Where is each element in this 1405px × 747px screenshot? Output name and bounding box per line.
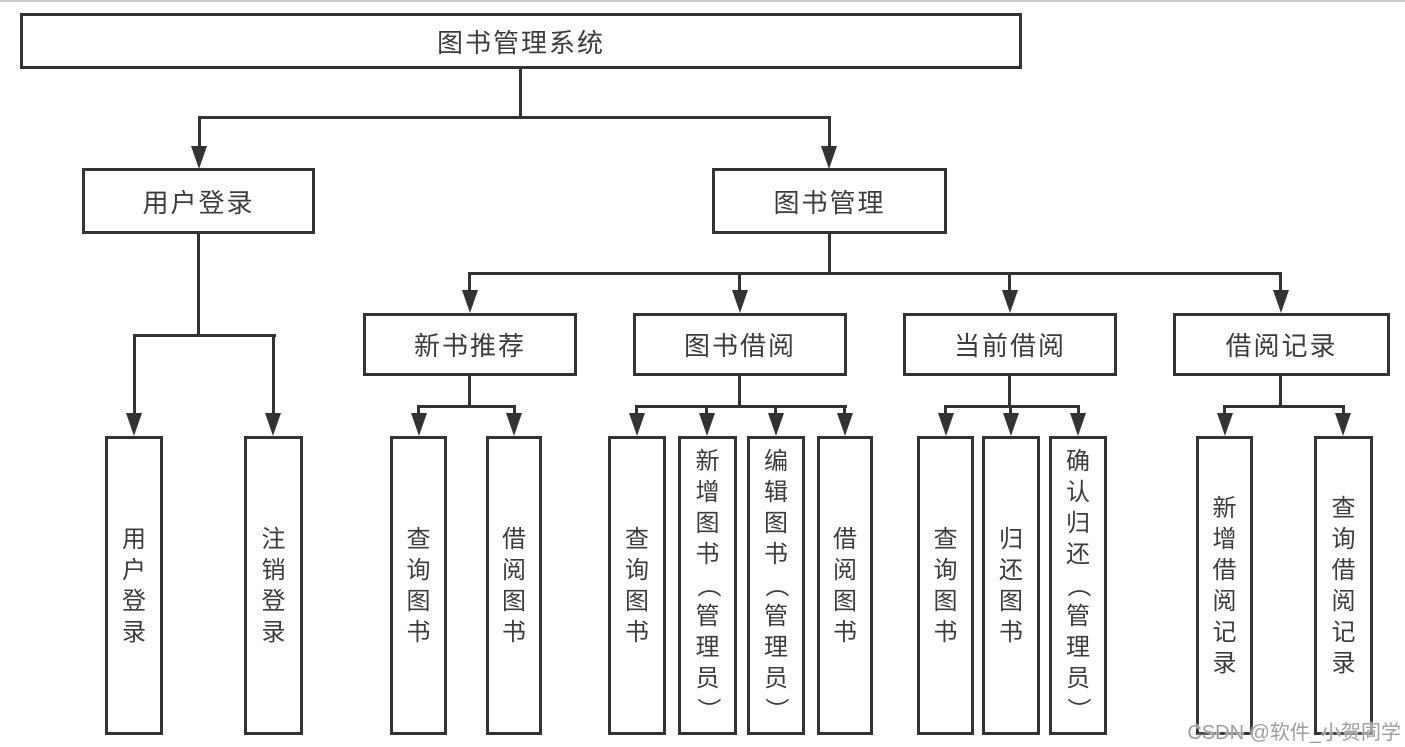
leaf-confirm-return-admin: 确认归还（管理员） bbox=[1049, 436, 1107, 735]
connector-line bbox=[468, 272, 471, 292]
connector-line bbox=[133, 334, 276, 337]
arrowhead-icon bbox=[1335, 413, 1351, 436]
arrowhead-icon bbox=[699, 413, 715, 436]
csdn-watermark: CSDN @软件_小贺同学 bbox=[1187, 722, 1401, 744]
connector-line bbox=[635, 405, 638, 416]
connector-line bbox=[635, 405, 847, 408]
arrowhead-icon bbox=[462, 290, 478, 313]
connector-line bbox=[828, 234, 831, 275]
leaf-user-login: 用户登录 bbox=[105, 436, 163, 735]
arrowhead-icon bbox=[821, 146, 837, 169]
leaf-query-borrow-record-label: 查询借阅记录 bbox=[1331, 494, 1356, 677]
leaf-query-book-current-label: 查询图书 bbox=[933, 525, 958, 646]
node-user-login: 用户登录 bbox=[82, 168, 315, 234]
connector-line bbox=[468, 376, 471, 408]
arrowhead-icon bbox=[506, 413, 522, 436]
leaf-query-borrow-record: 查询借阅记录 bbox=[1314, 436, 1373, 735]
connector-line bbox=[705, 405, 708, 416]
node-borrow-record-label: 借阅记录 bbox=[1225, 331, 1338, 361]
connector-line bbox=[1279, 376, 1282, 408]
leaf-query-book-recommend-label: 查询图书 bbox=[406, 525, 431, 646]
leaf-query-book-current: 查询图书 bbox=[917, 436, 974, 735]
connector-line bbox=[1223, 405, 1345, 408]
leaf-edit-book-admin-label: 编辑图书（管理员） bbox=[762, 448, 790, 722]
node-book-management: 图书管理 bbox=[712, 168, 947, 234]
leaf-add-borrow-record-label: 新增借阅记录 bbox=[1212, 494, 1237, 677]
node-borrow-record: 借阅记录 bbox=[1173, 313, 1390, 376]
leaf-confirm-return-admin-label: 确认归还（管理员） bbox=[1064, 448, 1092, 722]
node-new-book-recommend-label: 新书推荐 bbox=[413, 331, 526, 361]
arrowhead-icon bbox=[1002, 290, 1018, 313]
connector-line bbox=[1279, 272, 1282, 292]
node-book-borrow: 图书借阅 bbox=[633, 313, 847, 376]
leaf-logout: 注销登录 bbox=[244, 436, 303, 735]
node-book-management-label: 图书管理 bbox=[773, 187, 886, 218]
node-user-login-label: 用户登录 bbox=[142, 187, 255, 218]
connector-line bbox=[417, 405, 420, 416]
arrowhead-icon bbox=[1003, 413, 1019, 436]
arrowhead-icon bbox=[768, 413, 784, 436]
arrowhead-icon bbox=[1070, 413, 1086, 436]
connector-line bbox=[198, 116, 831, 119]
leaf-borrow-book-borrow-label: 借阅图书 bbox=[833, 525, 857, 646]
node-new-book-recommend: 新书推荐 bbox=[363, 313, 577, 376]
connector-line bbox=[738, 376, 741, 408]
arrowhead-icon bbox=[1273, 290, 1289, 313]
connector-line bbox=[197, 234, 200, 337]
connector-line bbox=[513, 405, 516, 416]
arrowhead-icon bbox=[265, 413, 281, 436]
leaf-query-book-recommend: 查询图书 bbox=[390, 436, 447, 735]
connector-line bbox=[417, 405, 516, 408]
node-current-borrow: 当前借阅 bbox=[903, 313, 1117, 376]
connector-line bbox=[133, 334, 136, 415]
arrowhead-icon bbox=[1217, 413, 1233, 436]
arrowhead-icon bbox=[191, 146, 207, 169]
arrowhead-icon bbox=[629, 413, 645, 436]
node-book-borrow-label: 图书借阅 bbox=[683, 331, 796, 361]
leaf-return-book-label: 归还图书 bbox=[999, 525, 1023, 646]
connector-line bbox=[519, 69, 522, 119]
node-root-label: 图书管理系统 bbox=[436, 27, 605, 58]
leaf-borrow-book-borrow: 借阅图书 bbox=[817, 436, 873, 735]
top-divider bbox=[0, 0, 1405, 2]
connector-line bbox=[1009, 405, 1012, 416]
leaf-add-borrow-record: 新增借阅记录 bbox=[1196, 436, 1253, 735]
arrowhead-icon bbox=[837, 413, 853, 436]
connector-line bbox=[828, 116, 831, 149]
connector-line bbox=[198, 116, 201, 149]
arrowhead-icon bbox=[938, 413, 954, 436]
connector-line bbox=[1008, 376, 1011, 408]
leaf-logout-label: 注销登录 bbox=[261, 525, 286, 646]
connector-line bbox=[944, 405, 1080, 408]
node-root: 图书管理系统 bbox=[20, 13, 1022, 69]
connector-line bbox=[272, 334, 275, 415]
arrowhead-icon bbox=[411, 413, 427, 436]
leaf-add-book-admin: 新增图书（管理员） bbox=[678, 436, 737, 735]
arrowhead-icon bbox=[126, 413, 142, 436]
connector-line bbox=[738, 272, 741, 292]
connector-line bbox=[1077, 405, 1080, 416]
connector-line bbox=[843, 405, 846, 416]
connector-line bbox=[1342, 405, 1345, 416]
leaf-query-book-borrow-label: 查询图书 bbox=[625, 525, 649, 646]
leaf-add-book-admin-label: 新增图书（管理员） bbox=[694, 448, 721, 722]
connector-line bbox=[1223, 405, 1226, 416]
leaf-edit-book-admin: 编辑图书（管理员） bbox=[747, 436, 805, 735]
connector-line bbox=[944, 405, 947, 416]
leaf-borrow-book-recommend-label: 借阅图书 bbox=[502, 525, 526, 646]
arrowhead-icon bbox=[732, 290, 748, 313]
connector-line bbox=[468, 272, 1282, 275]
leaf-return-book: 归还图书 bbox=[982, 436, 1040, 735]
connector-line bbox=[774, 405, 777, 416]
node-current-borrow-label: 当前借阅 bbox=[953, 331, 1066, 361]
leaf-query-book-borrow: 查询图书 bbox=[608, 436, 666, 735]
connector-line bbox=[1008, 272, 1011, 292]
leaf-borrow-book-recommend: 借阅图书 bbox=[486, 436, 542, 735]
leaf-user-login-label: 用户登录 bbox=[122, 525, 146, 646]
